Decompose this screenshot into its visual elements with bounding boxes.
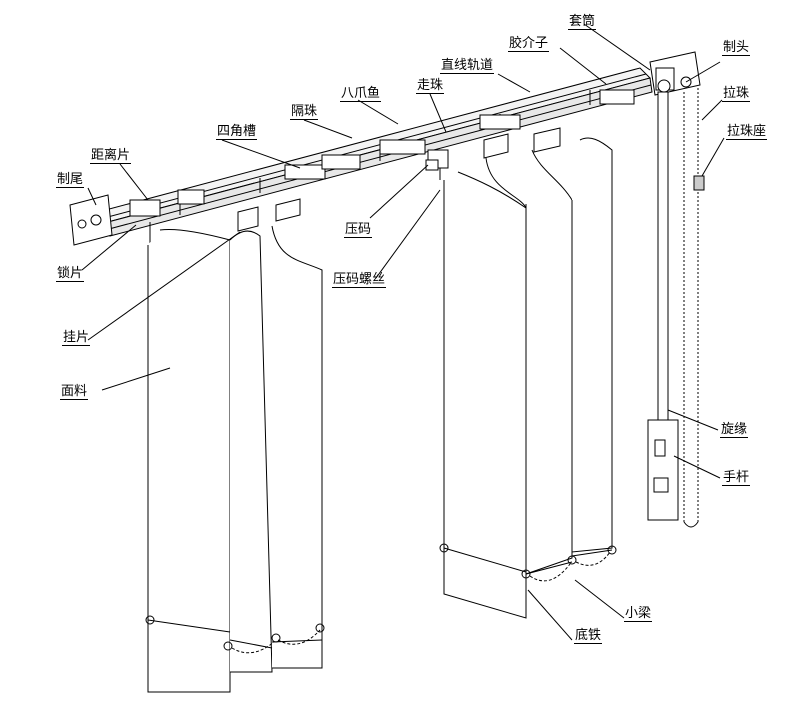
label-hanger: 挂片 xyxy=(62,330,91,346)
label-square-slot: 四角槽 xyxy=(216,124,258,140)
leader-lines xyxy=(81,23,725,641)
label-spacer-bead: 隔珠 xyxy=(290,104,319,120)
label-fabric: 面料 xyxy=(60,384,89,400)
label-bottom-weight: 底铁 xyxy=(574,628,603,644)
label-bead-chain: 拉珠 xyxy=(722,86,751,102)
label-lock-piece: 锁片 xyxy=(56,266,85,282)
right-fabric-vanes xyxy=(439,137,617,619)
end-cap-left xyxy=(69,194,113,246)
label-spacer: 距离片 xyxy=(90,148,132,164)
control-wand xyxy=(647,91,679,521)
label-octopus: 八爪鱼 xyxy=(340,86,382,102)
bead-chain xyxy=(683,88,705,528)
label-sleeve: 套筒 xyxy=(568,14,597,30)
label-chain-seat: 拉珠座 xyxy=(726,124,768,140)
label-small-beam: 小梁 xyxy=(624,606,653,622)
label-rubber-spacer: 胶介子 xyxy=(508,36,550,52)
left-fabric-vanes xyxy=(145,225,325,693)
label-runner: 走珠 xyxy=(416,78,445,94)
label-clamp: 压码 xyxy=(344,222,373,238)
label-control-head: 制头 xyxy=(722,40,751,56)
label-rotator: 旋缘 xyxy=(720,422,749,438)
label-clamp-screw: 压码螺丝 xyxy=(332,272,387,288)
hangers xyxy=(149,127,561,245)
control-head xyxy=(649,51,701,96)
label-end-cap: 制尾 xyxy=(56,172,85,188)
label-straight-track: 直线轨道 xyxy=(440,58,495,74)
track-carriers xyxy=(129,89,635,217)
label-wand: 手杆 xyxy=(722,470,751,486)
